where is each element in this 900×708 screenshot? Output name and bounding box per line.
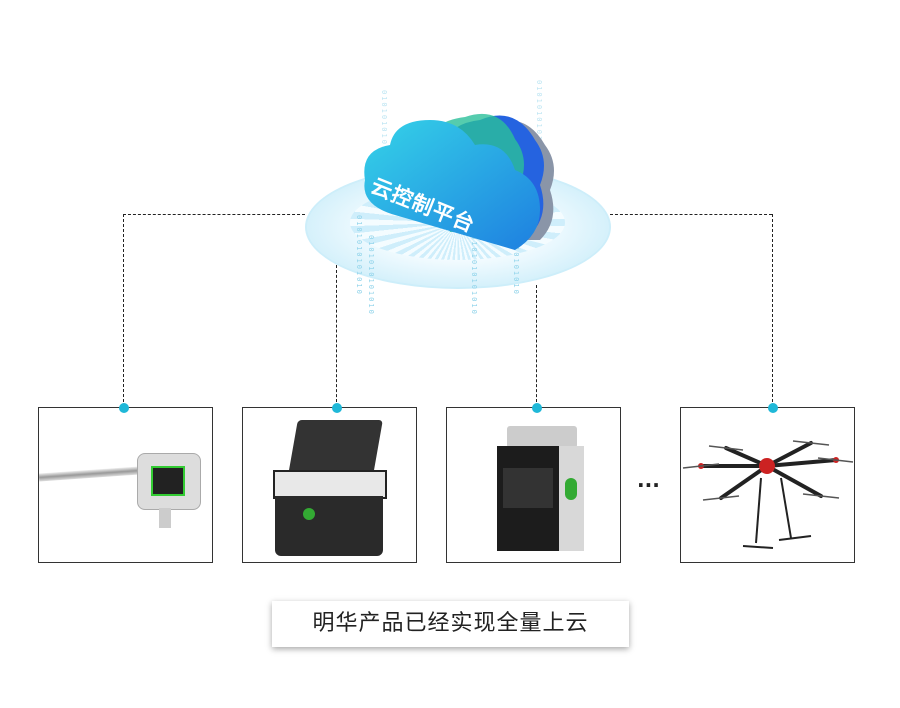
connector-line [123, 214, 305, 215]
caption: 明华产品已经实现全量上云 [272, 601, 629, 647]
device-card-drone [680, 407, 855, 563]
analyzer-screen [503, 468, 553, 508]
drone-icon [682, 440, 854, 549]
analyzer-top [507, 426, 577, 448]
binary-stream: 0101010101010 [367, 235, 375, 316]
case-lid [288, 420, 383, 475]
binary-stream: 0101010101010 [355, 215, 363, 296]
connector-line [123, 214, 124, 407]
binary-stream: 0101010101010 [470, 235, 478, 316]
connector-dot [532, 403, 542, 413]
device-card-desktop-analyzer [446, 407, 621, 563]
connector-dot [768, 403, 778, 413]
device-card-portable-case [242, 407, 417, 563]
connector-line [336, 265, 337, 407]
connector-line [772, 214, 773, 407]
more-devices-ellipsis: ... [637, 468, 660, 492]
probe-pipe [39, 466, 140, 482]
connector-dot [119, 403, 129, 413]
binary-stream: 0101010101010 [535, 80, 543, 161]
connector-dot [332, 403, 342, 413]
connector-line [610, 214, 772, 215]
case-top [273, 470, 387, 499]
connector-line [536, 285, 537, 407]
logo-icon [565, 478, 577, 500]
logo-icon [303, 508, 315, 520]
probe-stem [159, 508, 171, 528]
cloud-icon [364, 113, 554, 250]
case-body [275, 496, 383, 556]
device-card-pipe-probe [38, 407, 213, 563]
probe-screen [151, 466, 185, 496]
binary-stream: 0101010101010 [380, 90, 388, 171]
binary-stream: 0101010101010 [512, 215, 520, 296]
